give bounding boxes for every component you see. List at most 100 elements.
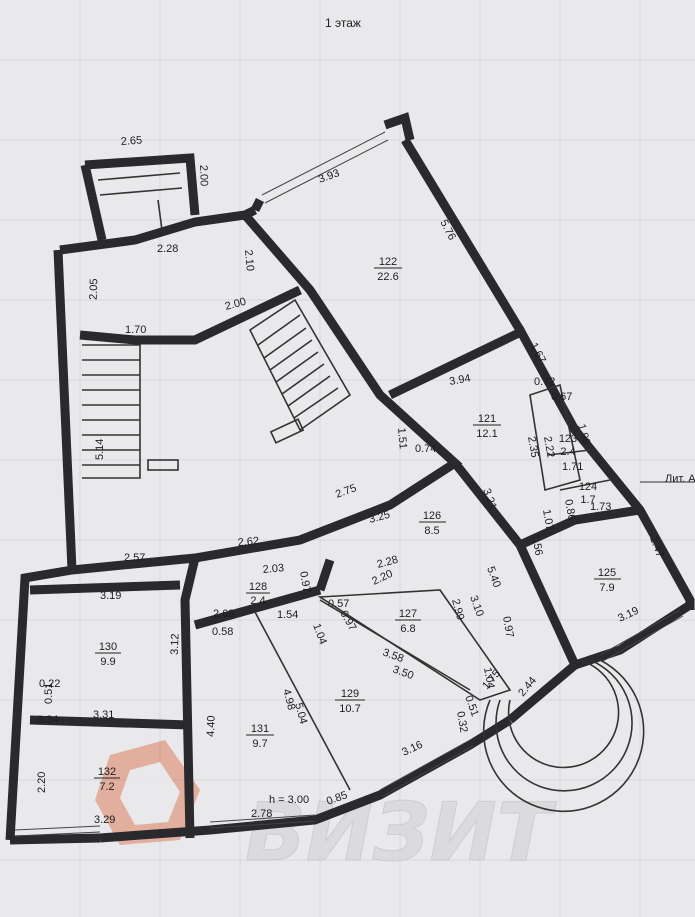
room-127: 127 6.8 <box>395 608 421 635</box>
dim-label: 0.97 <box>297 570 313 593</box>
dim-label: 2.00 <box>197 165 210 187</box>
dim-label: 1.07 <box>540 508 556 531</box>
room-126-area: 8.5 <box>424 525 439 537</box>
room-121-number: 121 <box>478 413 496 425</box>
dim-label: 1.04 <box>310 622 329 646</box>
dim-label: 0.74 <box>415 443 436 455</box>
room-128-area: 2.4 <box>250 595 265 607</box>
dim-label: 2.28 <box>376 554 400 571</box>
dim-label: 1.04 <box>481 666 497 689</box>
room-123: 123 2.4 <box>559 433 577 458</box>
dim-label: 3.16 <box>400 739 424 759</box>
partitions <box>254 383 611 791</box>
bay-window <box>482 659 645 813</box>
dim-label: 1.71 <box>562 461 583 473</box>
room-124: 124 1.7 <box>579 481 597 506</box>
dim-label: 0.86 <box>562 498 578 521</box>
room-130: 130 9.9 <box>95 641 121 668</box>
room-127-area: 6.8 <box>400 623 415 635</box>
room-123-number: 123 <box>559 433 577 445</box>
room-127-number: 127 <box>399 608 417 620</box>
room-130-area: 9.9 <box>100 656 115 668</box>
dim-label: 2.78 <box>251 808 272 820</box>
dim-label: 2.20 <box>36 772 48 793</box>
dim-label: 5.04 <box>292 702 309 726</box>
room-132-number: 132 <box>98 766 116 778</box>
room-131-number: 131 <box>251 723 269 735</box>
porch <box>97 172 183 231</box>
dim-label: 3.12 <box>169 633 182 655</box>
dim-label: 2.63 <box>213 608 234 620</box>
dim-label: 3.93 <box>317 167 341 186</box>
room-124-number: 124 <box>579 481 597 493</box>
room-126-number: 126 <box>423 510 441 522</box>
dim-label: 2.20 <box>370 568 394 588</box>
room-130-number: 130 <box>99 641 117 653</box>
dim-label: 1.51 <box>395 427 409 449</box>
dim-label: 1.99 <box>575 423 592 447</box>
room-121-area: 12.1 <box>476 428 497 440</box>
dim-label: 1.73 <box>590 501 611 513</box>
dim-label: 2.35 <box>525 435 541 458</box>
room-129: 129 10.7 <box>335 688 365 715</box>
room-128-number: 128 <box>249 581 267 593</box>
room-129-area: 10.7 <box>339 703 360 715</box>
room-125: 125 7.9 <box>594 567 621 594</box>
dim-label: 2.65 <box>120 135 142 148</box>
room-132: 132 7.2 <box>94 766 120 793</box>
room-121: 121 12.1 <box>473 413 501 440</box>
dim-label: 4.98 <box>280 688 297 712</box>
room-126: 126 8.5 <box>419 510 446 537</box>
dim-label: 3.50 <box>391 664 415 683</box>
dim-label: 0.97 <box>337 609 358 634</box>
literal-label: Лит. А <box>665 473 695 485</box>
staircase-lower <box>82 344 179 479</box>
room-122-area: 22.6 <box>377 271 398 283</box>
visit-logo: ВИЗИТ <box>95 740 557 880</box>
dim-label: 0.57 <box>328 598 349 610</box>
dim-label: 2.00 <box>224 296 248 313</box>
dim-label: 2.05 <box>88 278 101 300</box>
dim-label: 2.10 <box>242 249 256 271</box>
dim-label: 3.10 <box>467 594 486 618</box>
staircase-upper <box>248 298 352 444</box>
dim-label: 2.03 <box>262 562 284 576</box>
dim-label: 3.25 <box>368 509 392 526</box>
dim-label: 4.40 <box>205 715 218 737</box>
dim-label: 5.40 <box>484 565 503 589</box>
windows <box>14 131 684 837</box>
dim-label: 3.19 <box>100 590 121 602</box>
room-122: 122 22.6 <box>374 256 402 283</box>
dim-label: 2.28 <box>157 243 178 255</box>
logo-text: ВИЗИТ <box>245 786 557 879</box>
dim-label: 3.31 <box>93 709 114 721</box>
room-131-area: 9.7 <box>252 738 267 750</box>
dim-label: 2.47 <box>647 535 666 559</box>
dim-label: 0.32 <box>454 710 470 733</box>
logo-emblem-inner <box>120 762 180 825</box>
dim-label: 3.94 <box>448 372 471 388</box>
dim-label: 3.19 <box>616 605 640 625</box>
room-125-number: 125 <box>598 567 616 579</box>
dim-label: 0.72 <box>534 376 555 388</box>
room-132-area: 7.2 <box>99 781 114 793</box>
page-title: 1 этаж <box>325 16 361 30</box>
dim-label: 0.22 <box>39 678 60 690</box>
ceiling-height-note: h = 3.00 <box>269 794 309 806</box>
dim-label: 1.56 <box>529 533 545 556</box>
dim-label: 0.67 <box>551 391 572 403</box>
interior-walls <box>29 212 641 839</box>
room-122-number: 122 <box>379 256 397 268</box>
room-123-area: 2.4 <box>560 446 575 458</box>
dim-label: 5.14 <box>94 439 106 460</box>
outer-walls <box>5 112 695 845</box>
dim-label: 2.57 <box>124 552 145 564</box>
room-labels: 122 22.6 121 12.1 123 2.4 124 1.7 125 7.… <box>94 256 621 793</box>
dim-label: 2.75 <box>334 482 358 501</box>
room-128: 128 2.4 <box>246 581 270 607</box>
room-124-area: 1.7 <box>580 494 595 506</box>
dim-label: 0.58 <box>212 626 233 638</box>
dim-label: 3.29 <box>94 814 115 826</box>
room-131: 131 9.7 <box>246 723 274 750</box>
